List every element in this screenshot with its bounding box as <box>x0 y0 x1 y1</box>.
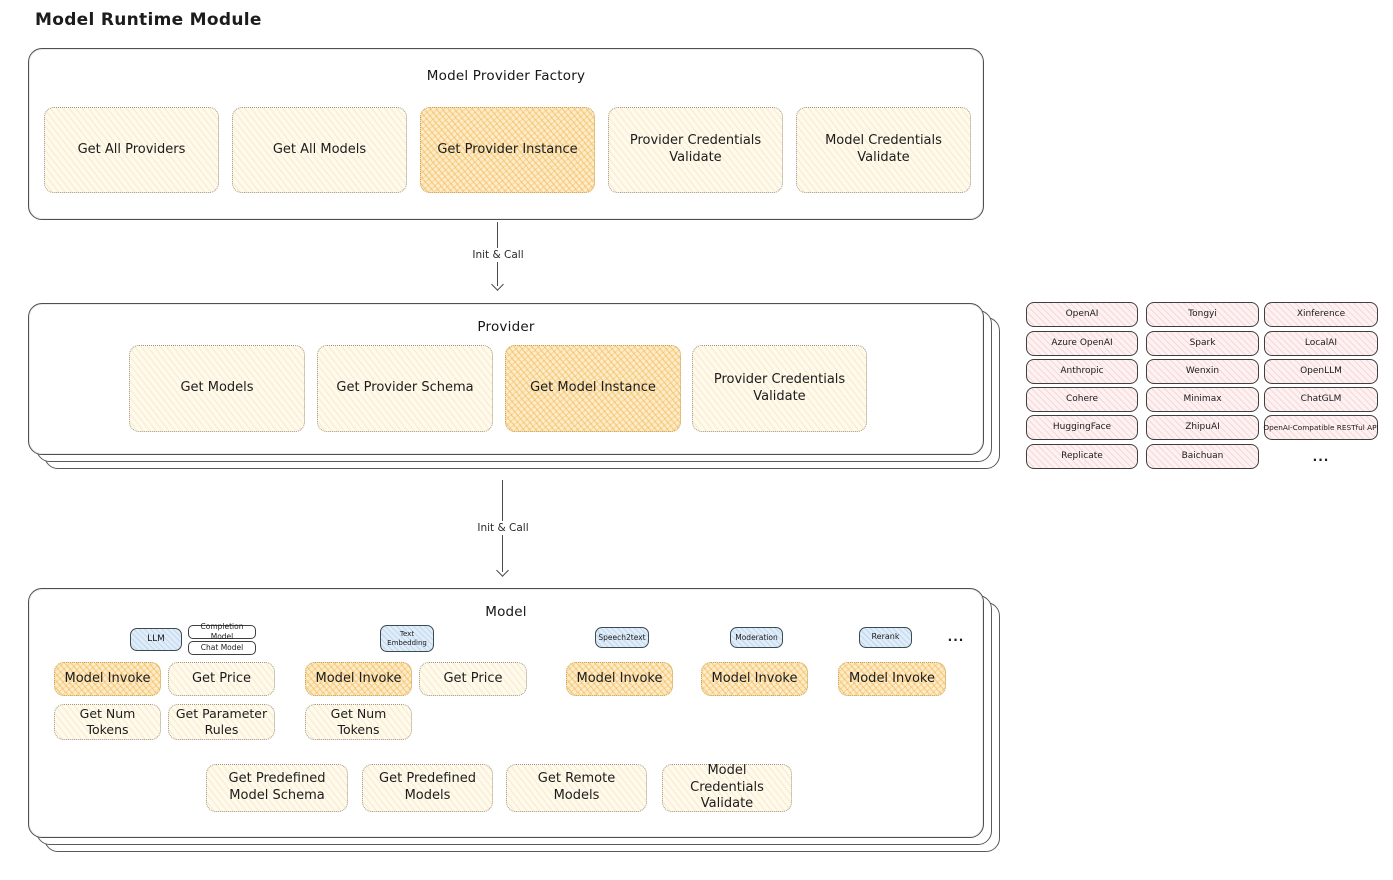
op-get-predefined-models: Get Predefined Models <box>362 764 493 812</box>
provider-chip-openllm: OpenLLM <box>1264 359 1378 384</box>
node-get-provider-instance: Get Provider Instance <box>420 107 595 193</box>
node-provider-credentials-validate-factory: Provider Credentials Validate <box>608 107 783 193</box>
provider-chip-wenxin: Wenxin <box>1146 359 1259 384</box>
op-get-price-text-embedding: Get Price <box>419 662 527 696</box>
arrow-label-init-call-2: Init & Call <box>465 521 541 535</box>
provider-chip-xinference: Xinference <box>1264 302 1378 327</box>
provider-chip-openai: OpenAI <box>1026 302 1138 327</box>
op-get-parameter-rules: Get Parameter Rules <box>168 704 275 740</box>
model-type-moderation: Moderation <box>730 627 783 648</box>
provider-chip-minimax: Minimax <box>1146 387 1259 412</box>
provider-chip-replicate: Replicate <box>1026 444 1138 469</box>
provider-chip-baichuan: Baichuan <box>1146 444 1259 469</box>
provider-chip-huggingface: HuggingFace <box>1026 415 1138 440</box>
providers-more-ellipsis: ... <box>1312 450 1330 464</box>
model-type-completion-model: Completion Model <box>188 622 256 641</box>
provider-chip-spark: Spark <box>1146 331 1259 356</box>
arrow-label-init-call-1: Init & Call <box>460 248 536 262</box>
node-get-model-instance: Get Model Instance <box>505 345 681 432</box>
op-model-invoke-llm: Model Invoke <box>54 662 161 696</box>
op-model-invoke-text-embedding: Model Invoke <box>305 662 412 696</box>
provider-chip-azure-openai: Azure OpenAI <box>1026 331 1138 356</box>
provider-chip-chatglm: ChatGLM <box>1264 387 1378 412</box>
arrow-down-head-icon <box>496 564 509 577</box>
op-get-num-tokens-text-embedding: Get Num Tokens <box>305 704 412 740</box>
op-model-invoke-rerank: Model Invoke <box>838 662 946 696</box>
model-type-rerank: Rerank <box>859 627 912 648</box>
node-get-all-providers: Get All Providers <box>44 107 219 193</box>
model-type-chat-model: Chat Model <box>188 641 256 655</box>
node-model-credentials-validate-factory: Model Credentials Validate <box>796 107 971 193</box>
provider-title: Provider <box>477 319 535 335</box>
op-get-predefined-model-schema: Get Predefined Model Schema <box>206 764 348 812</box>
provider-chip-zhipuai: ZhipuAI <box>1146 415 1259 440</box>
op-model-invoke-speech2text: Model Invoke <box>566 662 673 696</box>
provider-chip-cohere: Cohere <box>1026 387 1138 412</box>
op-model-credentials-validate-model: Model Credentials Validate <box>662 763 792 812</box>
page-title: Model Runtime Module <box>35 10 262 30</box>
node-get-provider-schema: Get Provider Schema <box>317 345 493 432</box>
provider-chip-tongyi: Tongyi <box>1146 302 1259 327</box>
op-model-invoke-moderation: Model Invoke <box>701 662 808 696</box>
node-get-all-models: Get All Models <box>232 107 407 193</box>
model-title: Model <box>485 604 527 620</box>
model-type-llm: LLM <box>130 628 182 651</box>
node-get-models: Get Models <box>129 345 305 432</box>
provider-chip-anthropic: Anthropic <box>1026 359 1138 384</box>
provider-chip-openai-compatible: OpenAI-Compatible RESTful API <box>1263 415 1379 440</box>
op-get-remote-models: Get Remote Models <box>506 764 647 812</box>
factory-title: Model Provider Factory <box>426 68 586 84</box>
model-type-text-embedding: Text Embedding <box>380 625 434 652</box>
node-provider-credentials-validate-provider: Provider Credentials Validate <box>692 345 867 432</box>
arrow-down-head-icon <box>491 278 504 291</box>
provider-chip-localai: LocalAI <box>1264 331 1378 356</box>
model-type-speech2text: Speech2text <box>595 627 649 648</box>
model-types-more-ellipsis: ... <box>947 630 965 644</box>
op-get-num-tokens-llm: Get Num Tokens <box>54 704 161 740</box>
op-get-price-llm: Get Price <box>168 662 275 696</box>
